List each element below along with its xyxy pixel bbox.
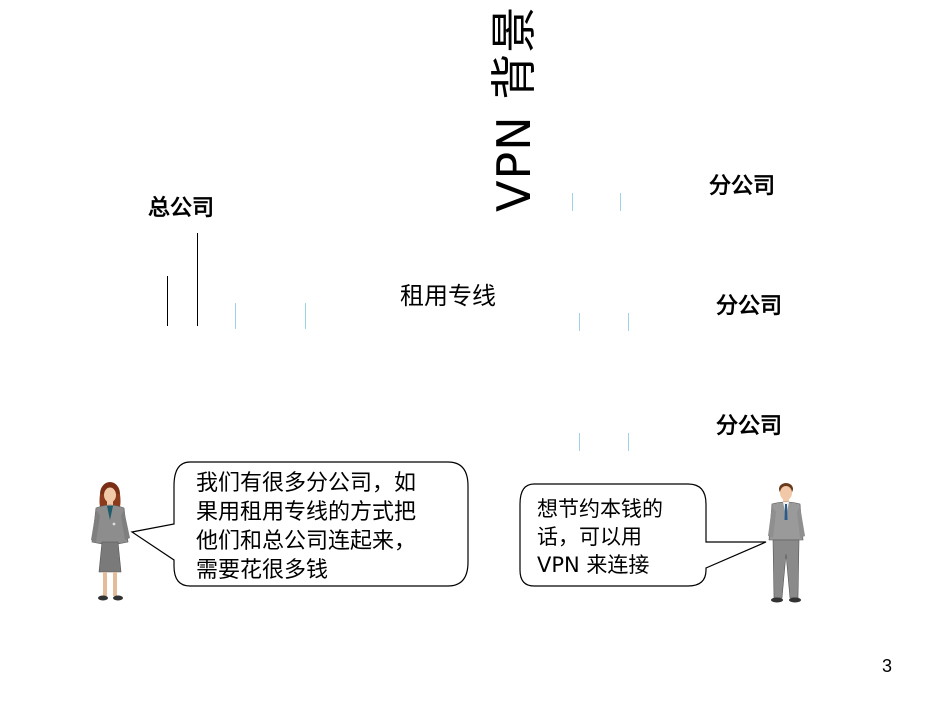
branch-label-2: 分公司 bbox=[716, 294, 783, 319]
man-speech-bubble bbox=[519, 483, 767, 587]
branch-label-1: 分公司 bbox=[709, 174, 776, 199]
branch-label-3: 分公司 bbox=[716, 414, 783, 439]
woman-speech-line-4: 需要花很多钱 bbox=[196, 558, 329, 583]
woman-speech-text: 我们有很多分公司，如 果用租用专线的方式把 他们和总公司连起来， 需要花很多钱 bbox=[196, 469, 416, 585]
man-speech-text: 想节约本钱的 话，可以用 VPN 来连接 bbox=[537, 495, 663, 579]
hq-label: 总公司 bbox=[148, 196, 215, 221]
branch-2-connector-right bbox=[628, 313, 629, 331]
woman-speech-bubble bbox=[130, 461, 469, 587]
branch-1-connector-left bbox=[572, 193, 573, 211]
hq-building-edge-left bbox=[167, 276, 168, 326]
man-speech-line-1: 想节约本钱的 bbox=[537, 497, 663, 521]
branch-2-connector-left bbox=[579, 313, 580, 331]
hq-building-edge-right bbox=[197, 233, 198, 326]
leased-line-label: 租用专线 bbox=[400, 282, 496, 310]
page-number: 3 bbox=[882, 656, 893, 676]
businesswoman-figure bbox=[91, 482, 130, 601]
man-speech-line-3: VPN 来连接 bbox=[537, 553, 650, 577]
branch-3-connector-left bbox=[579, 433, 580, 451]
man-speech-line-2: 话，可以用 bbox=[537, 525, 642, 549]
branch-3-connector-right bbox=[628, 433, 629, 451]
woman-speech-line-2: 果用租用专线的方式把 bbox=[196, 500, 417, 525]
hq-connector-right bbox=[305, 303, 306, 329]
woman-speech-line-3: 他们和总公司连起来， bbox=[196, 529, 417, 554]
businessman-figure bbox=[768, 483, 805, 603]
slide-title: VPN 背景 bbox=[487, 5, 541, 212]
hq-connector-left bbox=[235, 303, 236, 329]
branch-1-connector-right bbox=[620, 193, 621, 211]
woman-speech-line-1: 我们有很多分公司，如 bbox=[196, 471, 417, 496]
